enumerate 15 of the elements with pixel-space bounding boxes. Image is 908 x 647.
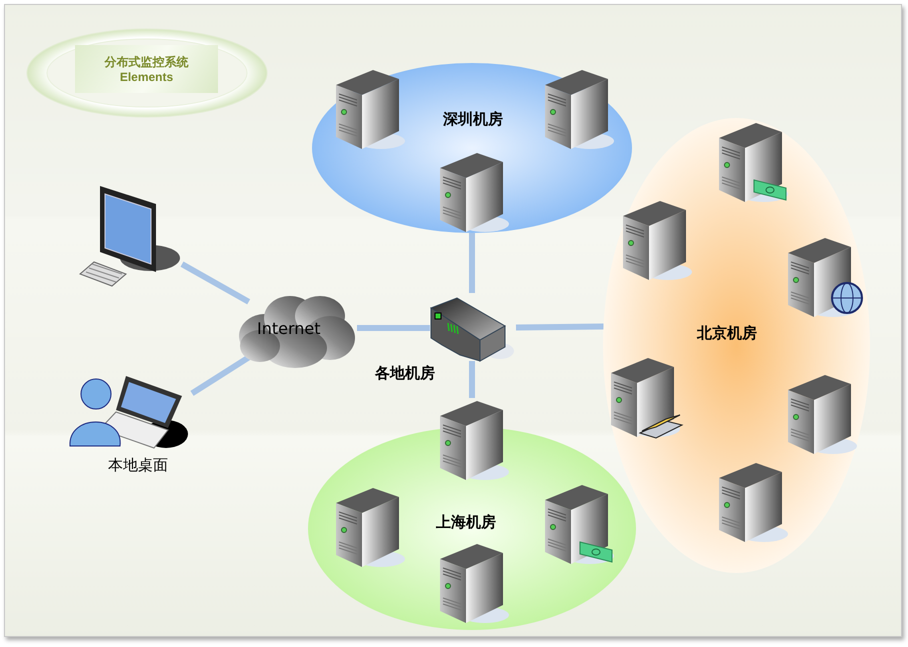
user-label: 本地桌面	[108, 456, 168, 475]
connector-line	[190, 354, 252, 396]
subtitle-text: Elements	[118, 70, 174, 84]
cloud-label: Internet	[257, 319, 321, 338]
title-text: 分布式监控系统	[103, 54, 190, 71]
room-label: 上海机房	[436, 513, 496, 532]
connector-line	[516, 324, 604, 330]
connector-line	[469, 361, 475, 398]
connector-line	[357, 325, 430, 331]
connector-line	[180, 261, 250, 304]
title-box	[75, 45, 218, 93]
room-label: 北京机房	[697, 324, 757, 343]
connector-line	[469, 233, 475, 293]
room-label: 深圳机房	[443, 110, 503, 129]
device-label: 各地机房	[375, 364, 435, 383]
